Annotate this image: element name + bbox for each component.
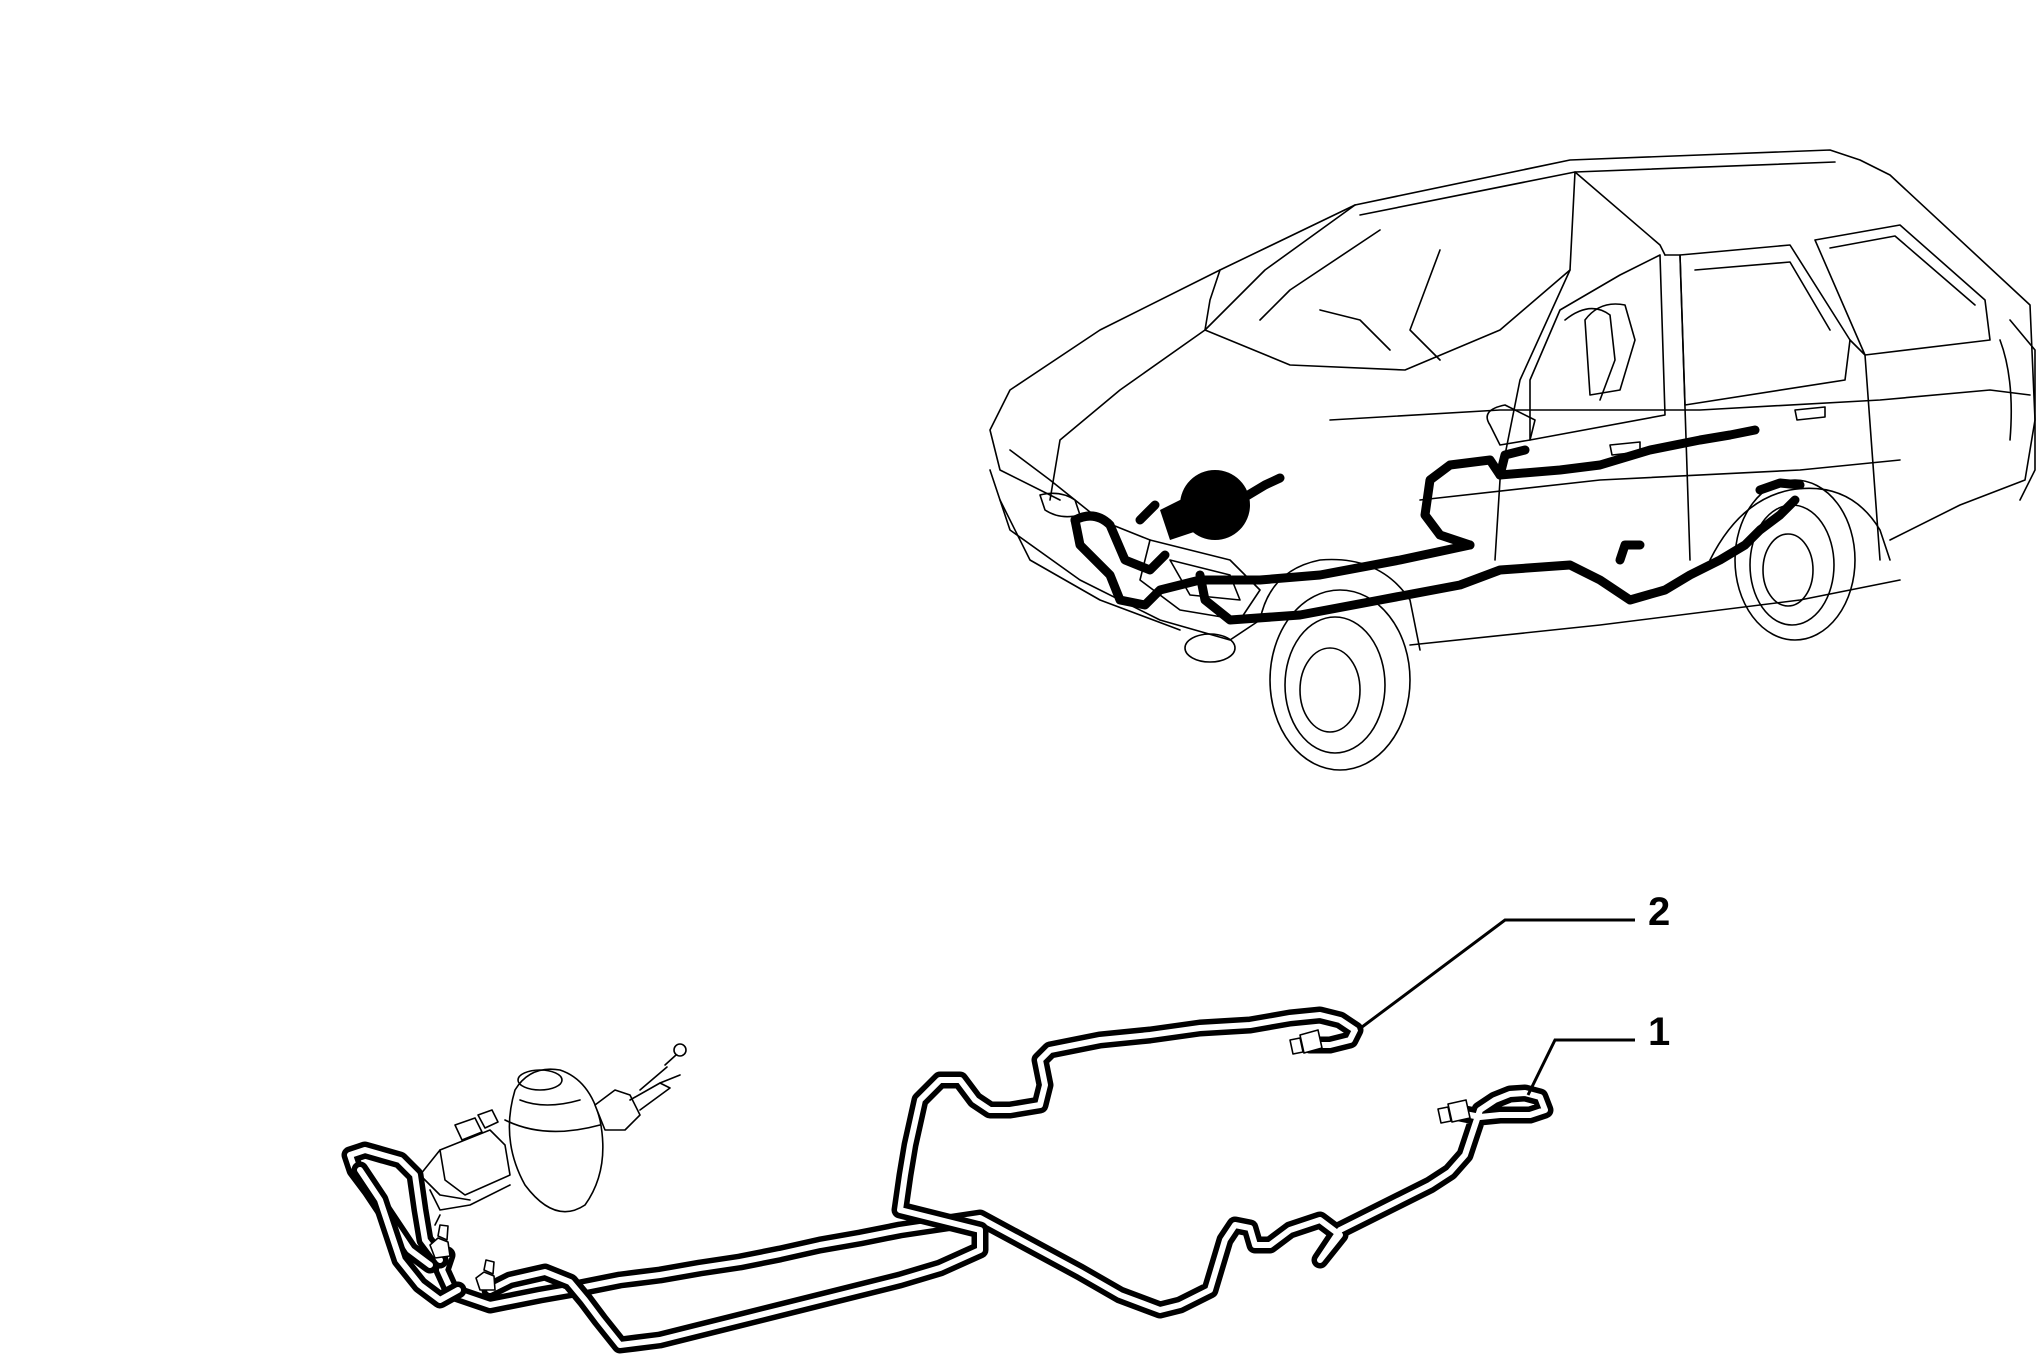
- callout-2-label: 2: [1648, 890, 1670, 934]
- callout-1: 1: [1526, 1010, 1670, 1096]
- fitting-left-2: [475, 1259, 496, 1291]
- master-cylinder-booster: [419, 1043, 687, 1226]
- callout-1-label: 1: [1648, 1010, 1670, 1054]
- fitting-left-1: [429, 1224, 451, 1259]
- car-illustration: [989, 149, 2036, 771]
- brake-pipe-2: [481, 1006, 1364, 1354]
- brake-pipe-assembly: [341, 1006, 1554, 1354]
- fitting-pipe-2-end: [1289, 1029, 1323, 1055]
- brake-pipe-routing-on-car: [1070, 425, 1805, 625]
- callout-2: 2: [1357, 890, 1670, 1032]
- fitting-pipe-1-end: [1437, 1099, 1471, 1124]
